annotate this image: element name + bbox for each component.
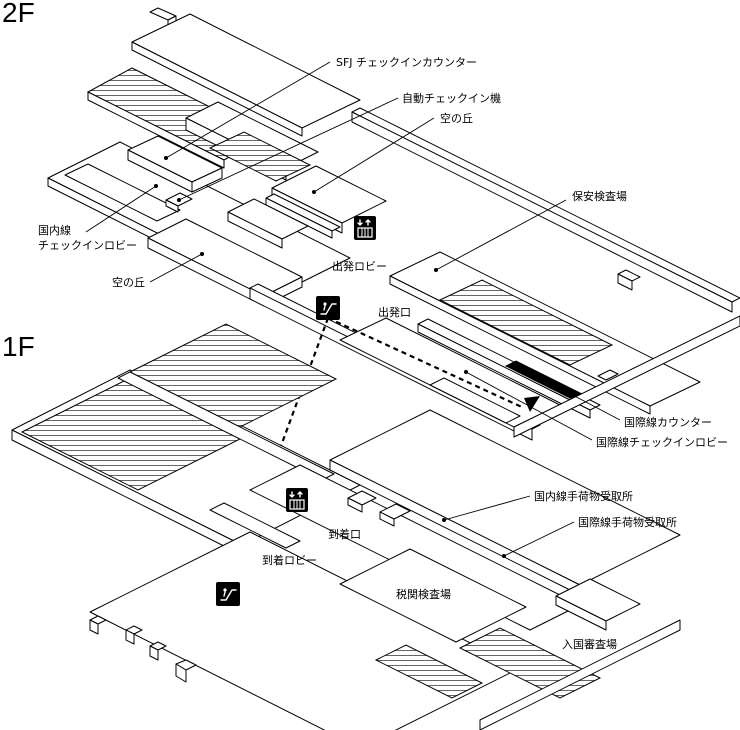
kiosk-front [165,199,179,213]
floor-label-2f: 2F [2,0,35,28]
customs-top [339,548,527,643]
void-area-security [438,279,614,366]
void-edge [87,91,225,169]
upper-hall-side [131,41,303,137]
label-domestic-lobby-line1: 国内線 [38,223,71,237]
security-gate-front [417,323,591,419]
facade-notch-front [149,645,159,661]
counter-strip-front [265,197,333,239]
elevator-icon [354,216,376,240]
small-box-front [379,511,395,527]
floor-label-1f: 1F [2,331,35,362]
arrival-inner-block [209,502,301,549]
immigration-edge [479,619,681,730]
leaders-1f [442,495,575,558]
intl-lobby-edge [513,315,740,438]
label-intl-lobby: 国際線チェックインロビー [596,435,728,449]
departure-floor-edge [389,275,651,415]
label-arrival-gate: 到着口 [328,527,361,541]
label-domestic-lobby-line2: チェックインロビー [38,239,137,252]
label-departure-gate: 出発口 [378,305,411,319]
elevator-icon [286,488,308,512]
facade-notch-front [175,663,187,683]
label-intl-baggage: 国際線手荷物受取所 [578,515,677,529]
escalator-icon [316,296,340,320]
facade-notch-front [89,619,99,635]
label-auto-checkin: 自動チェックイン機 [402,91,501,105]
label-domestic-baggage: 国内線手荷物受取所 [534,489,633,503]
label-arrival-lobby: 到着ロビー [262,553,317,567]
floor-2f [47,7,740,441]
wall-notch [597,369,619,381]
void-area-2f-center [208,131,312,182]
label-departure-lobby: 出発ロビー [332,259,387,273]
facade-notch-front [125,629,135,645]
sfj-counter-side [191,167,223,193]
small-box-front [347,497,363,513]
route-arrow-icon [524,396,540,412]
label-sfj-counter: SFJ チェックインカウンター [336,56,477,69]
void-area-immigration-left [374,644,484,699]
label-sora-no-oka-bottom: 空の丘 [112,275,145,289]
wall-notch-front [617,273,633,291]
escalator-icon [216,582,240,606]
divider-wall [117,371,335,481]
intl-lobby-inner [429,377,521,424]
label-intl-counter: 国際線カウンター [624,415,712,429]
right-wall-front [351,111,733,313]
baggage-carousel-front [555,595,607,631]
label-sora-no-oka-top: 空の丘 [440,111,473,125]
floor-1f [11,323,681,730]
label-immigration: 入国審査場 [562,637,617,651]
label-customs: 税関検査場 [396,587,451,601]
label-security: 保安検査場 [572,189,627,203]
lower-counter-front [227,211,283,249]
